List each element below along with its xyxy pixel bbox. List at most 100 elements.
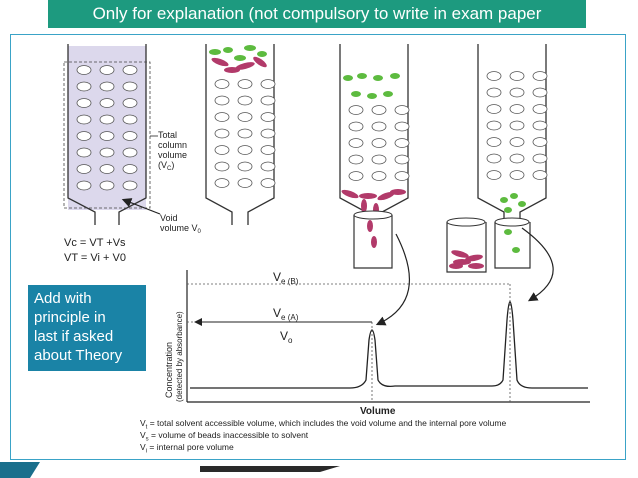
legend-vs: Vs = volume of beads inaccessible to sol… [140,430,309,443]
total-volume-label: Total column volume (VC) [150,130,187,172]
x-axis-label: Volume [360,406,396,417]
bead [509,104,525,114]
bead [532,71,548,81]
vo-label: Vo [280,329,293,345]
bead [532,104,548,114]
slide-frame [10,34,626,460]
chromatogram: Ve (B) Ve (A) Vo Concentration (detected… [164,227,590,417]
bead [371,154,387,165]
bead [99,131,115,141]
column-1 [63,44,151,225]
bead [122,65,138,75]
bead [237,95,253,106]
bead [486,170,502,180]
bead [99,98,115,108]
bead [348,171,364,181]
bead [509,120,525,131]
y-axis-sublabel: (detected by absorbance) [175,311,184,402]
svg-text:(VC): (VC) [158,160,174,172]
bead [260,128,276,139]
svg-text:column: column [158,140,187,150]
svg-text:volume V0: volume V0 [160,223,202,235]
bead [348,154,364,165]
svg-text:volume: volume [158,150,187,160]
bead [76,98,92,108]
bead [532,170,548,180]
bead [486,153,502,164]
bead [509,71,525,81]
bead [532,87,548,98]
bead [371,171,387,181]
bead [122,114,138,125]
bead [122,131,138,141]
bead [99,164,115,174]
elution-curve [190,300,588,389]
bead [99,147,115,158]
bead [532,153,548,164]
bead [371,121,387,132]
bead [371,105,387,115]
column-3-small-molecules [343,73,400,99]
note-box: Add with principle in last if asked abou… [28,285,146,371]
column-4-small-molecules [500,193,526,213]
bead [509,153,525,164]
bead [348,105,364,115]
column-3 [339,44,410,269]
bead [532,120,548,131]
slide-banner: Only for explanation (not compulsory to … [48,0,586,28]
equations: Vc = VT +Vs VT = Vi + V0 [64,237,126,264]
legend-vt: Vt = total solvent accessible volume, wh… [140,418,507,431]
bead [122,98,138,108]
bead [260,95,276,106]
bead [260,145,276,155]
tube-3-to-peak-arrow [521,227,554,302]
bead [348,121,364,132]
bead [76,65,92,75]
bead [237,145,253,155]
svg-text:Total: Total [158,130,177,140]
bead [237,128,253,139]
void-volume-arrow [121,198,161,215]
bead [260,112,276,122]
bead [76,164,92,174]
bead [260,79,276,89]
bead [99,180,115,191]
bead [237,178,253,188]
column-2 [205,44,276,225]
bead [214,128,230,139]
bead [122,147,138,158]
bead [394,138,410,148]
y-axis-label: Concentration [164,342,174,398]
bead [122,81,138,92]
bead [486,137,502,147]
bead [394,105,410,115]
bead [348,138,364,148]
void-volume-label: Void volume V0 [160,213,202,235]
bead [99,65,115,75]
bead [122,164,138,174]
bead [76,114,92,125]
ve-b-label: Ve (B) [273,270,299,286]
bead [122,180,138,191]
tube-1-to-peak-arrow [375,233,410,326]
bead [214,79,230,89]
column-3-large-molecules [341,189,406,217]
bead [394,121,410,132]
bead [237,161,253,172]
bead [532,137,548,147]
bead [99,114,115,125]
bead [99,81,115,92]
equation-1: Vc = VT +Vs [64,237,126,249]
bottom-decoration [0,462,340,478]
bead [237,79,253,89]
bead [214,145,230,155]
bead [486,104,502,114]
column-4 [446,44,548,273]
bead [214,161,230,172]
column-1-beads [76,65,138,191]
bead [486,71,502,81]
total-volume-box [63,61,151,209]
column-2-molecules [209,45,267,73]
bead [260,161,276,172]
